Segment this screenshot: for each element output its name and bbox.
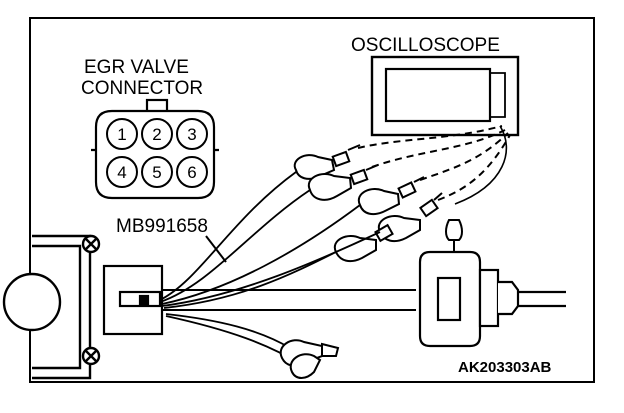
connector-label-line2: CONNECTOR [81,78,203,99]
oscilloscope-label: OSCILLOSCOPE [351,35,500,56]
pin-2-label: 2 [152,125,161,144]
harness-wires [159,171,381,365]
harness-label: MB991658 [116,216,208,237]
harness-trunk [162,289,416,311]
scope-ground-lead [454,125,508,205]
probe-clip-1 [293,144,361,180]
connector-label-line1: EGR VALVE [84,57,189,78]
egr-valve-connector [91,98,219,200]
pin-6-label: 6 [187,163,196,182]
pin-5-label: 5 [152,163,161,182]
connector-pins [106,118,208,188]
probe-clips [293,144,443,263]
figure-code: AK203303AB [458,359,552,376]
valve-side-connector [102,264,164,336]
pin-1-label: 1 [117,125,126,144]
egr-valve-body [2,234,101,380]
oscilloscope-probe-leads [357,125,511,201]
pin-6-circle [176,156,208,188]
lower-probe-clips [279,339,340,379]
pin-3-circle [176,118,208,150]
oscilloscope-screen [384,67,492,123]
pin-5-circle [141,156,173,188]
pin-1-circle [106,118,138,150]
pin-4-circle [106,156,138,188]
probe-clip-2 [307,164,379,201]
pin-2-circle [141,118,173,150]
probe-clip-5 [333,223,394,263]
pin-4-label: 4 [117,163,126,182]
oscilloscope [370,55,520,137]
harness-side-connector [418,250,566,348]
figure-frame [29,17,595,383]
pin-3-label: 3 [187,125,196,144]
probe-clip-3 [357,176,425,216]
